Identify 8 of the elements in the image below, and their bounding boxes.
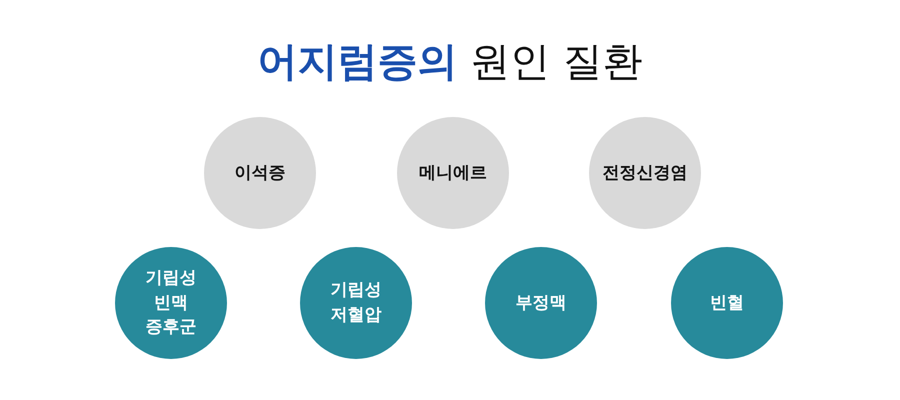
node-label: 이석증 — [234, 162, 286, 185]
node-label: 메니에르 — [418, 162, 488, 185]
node-label: 기립성 저혈압 — [330, 279, 382, 327]
node-label: 전정신경염 — [602, 162, 688, 185]
node-label: 기립성 빈맥 증후군 — [144, 267, 198, 340]
node-label: 부정맥 — [514, 292, 568, 315]
node-label: 빈혈 — [709, 292, 745, 315]
title: 어지럼증의 원인 질환 — [256, 38, 644, 87]
